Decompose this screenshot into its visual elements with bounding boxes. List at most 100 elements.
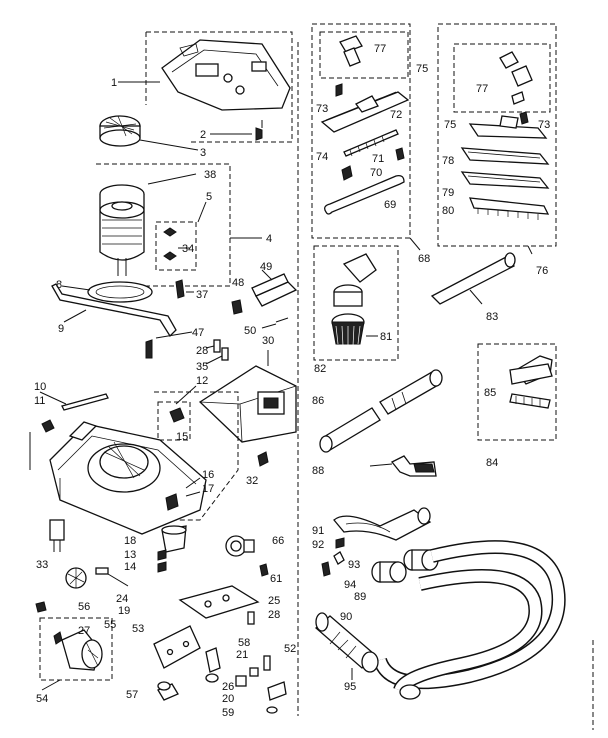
part-76-leader [527,245,533,255]
label-56: 56 [78,601,90,613]
part-1-top-cover [118,31,293,143]
part-77-wand-adapter [339,35,363,67]
part-15-clip [169,407,185,423]
label-38: 38 [204,169,216,181]
part-49-latch [251,269,298,307]
part-72-floor-tool [320,91,410,133]
label-58: 58 [238,637,250,649]
label-24: 24 [116,593,128,605]
part-number-labels: 1 2 3 4 5 8 9 10 11 12 13 14 15 16 17 18… [34,43,550,719]
part-48-pin [231,299,243,315]
canister-body [29,421,207,535]
part-77b-adapter [499,51,533,105]
label-94: 94 [344,579,356,591]
part-20-21-fasteners [235,667,259,687]
label-95: 95 [344,681,356,693]
label-68: 68 [418,253,430,265]
label-91: 91 [312,525,324,537]
label-30: 30 [262,335,274,347]
part-73b-screw [519,111,529,125]
part-2-screw [210,120,263,141]
label-84: 84 [486,457,498,469]
label-80: 80 [442,205,454,217]
label-12: 12 [196,375,208,387]
label-9: 9 [58,323,64,335]
part-16-leader [185,477,201,489]
label-52: 52 [284,643,296,655]
part-82-dust-brush-box [313,245,399,361]
part-33-switch [49,519,65,552]
label-75-left: 75 [416,63,428,75]
part-12-leader [175,385,197,405]
label-71: 71 [372,153,384,165]
label-35: 35 [196,361,208,373]
label-81: 81 [380,331,392,343]
label-3: 3 [200,147,206,159]
label-70: 70 [370,167,382,179]
label-14: 14 [124,561,136,573]
label-20: 20 [222,693,234,705]
label-28-lower: 28 [268,609,280,621]
part-59-washer [266,706,278,714]
label-74: 74 [316,151,328,163]
label-26: 26 [222,681,234,693]
label-4: 4 [266,233,272,245]
label-66: 66 [272,535,284,547]
label-89: 89 [354,591,366,603]
part-9-bracket [51,283,177,338]
label-53: 53 [132,623,144,635]
label-13: 13 [124,549,136,561]
part-26-lamp [205,647,221,683]
label-50: 50 [244,325,256,337]
label-93: 93 [348,559,360,571]
part-86-wand [319,369,443,453]
label-78: 78 [442,155,454,167]
part-89-coupling [371,549,439,583]
label-47: 47 [192,327,204,339]
label-86: 86 [312,395,324,407]
label-54: 54 [36,693,48,705]
label-19: 19 [118,605,130,617]
part-81-dust-brush [331,253,378,347]
label-21: 21 [236,649,248,661]
label-79: 79 [442,187,454,199]
label-11: 11 [34,395,45,407]
label-73-right: 73 [538,119,550,131]
part-66-socket [225,535,269,577]
part-52-connector [267,681,287,701]
label-85: 85 [484,387,496,399]
part-68-leader [409,237,421,251]
part-80-brush [468,197,550,220]
label-49: 49 [260,261,272,273]
part-75-inner-box [319,31,409,79]
label-72: 72 [390,109,402,121]
part-25-plate [178,585,260,625]
label-2: 2 [200,129,206,141]
part-18-valve [157,525,187,573]
part-8-gasket [61,281,153,303]
label-18: 18 [124,535,136,547]
label-17: 17 [202,483,214,495]
part-53-bracket [153,625,201,669]
label-25: 25 [268,595,280,607]
part-50-spring [261,317,289,329]
part-71-brush-strip [343,129,399,157]
part-95-hose-end [315,612,379,680]
part-88-tag [369,455,437,477]
label-55: 55 [104,619,116,631]
part-69-spring [324,174,405,215]
part-3-filter [99,115,199,151]
part-17-leader [185,491,201,497]
part-30-dust-bag [198,350,297,443]
part-78-frame [460,147,550,165]
part-58-screw [263,655,271,671]
label-32: 32 [246,475,258,487]
part-12-housing-box [154,391,239,521]
label-1: 1 [111,77,117,89]
label-73-left: 73 [316,103,328,115]
label-37: 37 [196,289,208,301]
label-10: 10 [34,381,46,393]
part-84-upholstery-box [477,343,557,441]
